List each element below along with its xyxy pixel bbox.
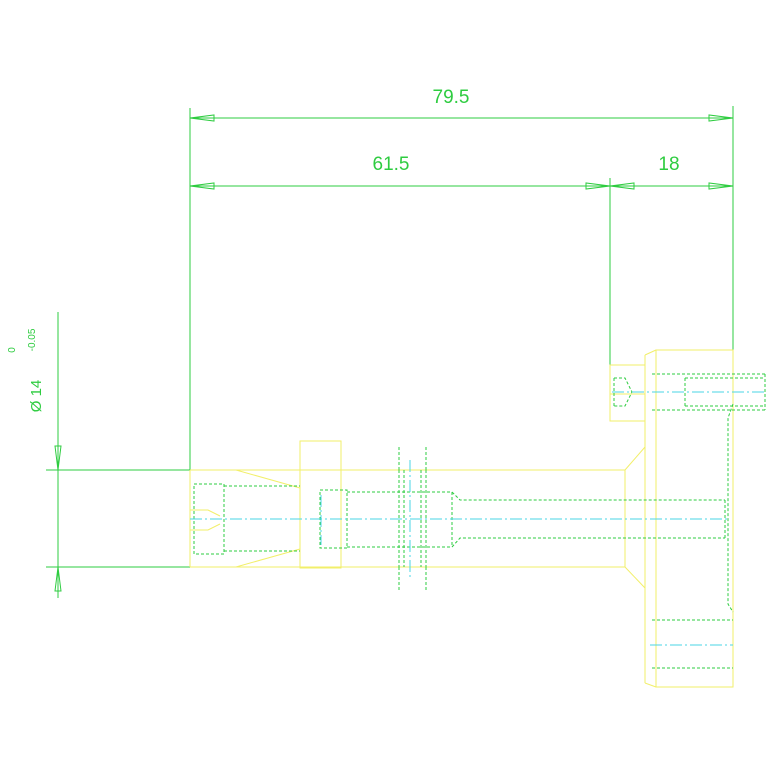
dimension-overall-length: 79.5 xyxy=(189,87,734,470)
dimension-head-length: 18 xyxy=(609,154,734,190)
hidden-edges xyxy=(193,373,766,669)
dimension-shaft-length: 61.5 xyxy=(189,154,611,365)
tolerance-lower: -0.05 xyxy=(27,328,38,351)
dimension-label-diameter: Ø 14 xyxy=(28,380,45,413)
dimension-diameter: Ø 14 0 -0.05 xyxy=(7,312,190,598)
center-lines xyxy=(190,391,765,646)
dimension-label-overall-length: 79.5 xyxy=(433,87,470,108)
dimension-label-shaft-length: 61.5 xyxy=(373,154,410,175)
dimension-label-head-length: 18 xyxy=(658,154,679,175)
tolerance-upper: 0 xyxy=(7,347,18,353)
